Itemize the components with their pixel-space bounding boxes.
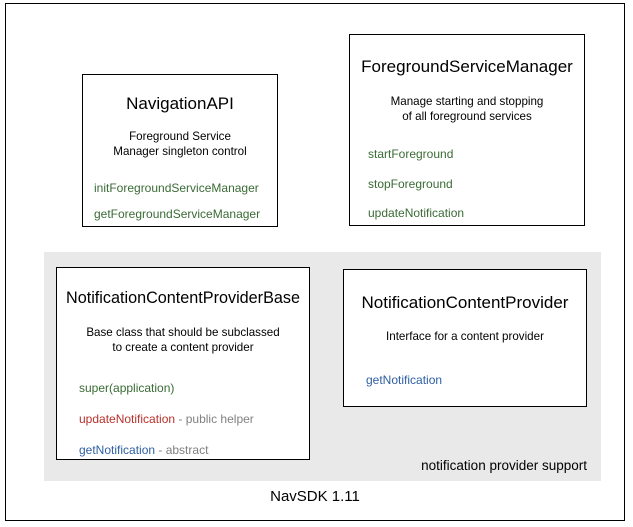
- class-description-line: of all foreground services: [402, 110, 532, 124]
- diagram-outer-frame: notification provider support Navigation…: [5, 3, 625, 521]
- class-box-notification-content-provider-base[interactable]: NotificationContentProviderBase Base cla…: [56, 267, 310, 460]
- group-panel-label: notification provider support: [421, 458, 587, 473]
- class-description-notification-content-provider: Interface for a content provider: [344, 329, 586, 345]
- method-name: getNotification: [366, 373, 443, 388]
- method-list-notification-content-provider-base: super(application) updateNotification - …: [57, 380, 309, 458]
- class-title-navigation-api: NavigationAPI: [126, 94, 234, 113]
- class-description-line: Manage starting and stopping: [390, 94, 544, 108]
- class-title-notification-content-provider: NotificationContentProvider: [361, 293, 569, 312]
- method-item[interactable]: startForeground: [368, 146, 584, 162]
- class-description-line: Base class that should be subclassed: [86, 325, 280, 339]
- method-name: super(application): [79, 380, 175, 395]
- method-name: getForegroundServiceManager: [94, 206, 261, 221]
- method-name: startForeground: [368, 146, 454, 161]
- class-description-line: Foreground Service: [129, 129, 231, 143]
- class-description-line: Interface for a content provider: [386, 329, 544, 343]
- class-title-foreground-service-manager: ForegroundServiceManager: [361, 57, 573, 76]
- method-item[interactable]: initForegroundServiceManager: [94, 180, 277, 196]
- method-item[interactable]: getNotification - abstract: [79, 442, 309, 458]
- method-note: - public helper: [175, 411, 254, 426]
- method-name: updateNotification: [79, 411, 176, 426]
- method-list-notification-content-provider: getNotification: [344, 373, 586, 388]
- method-item[interactable]: getNotification: [366, 373, 586, 388]
- class-title-notification-content-provider-base: NotificationContentProviderBase: [66, 289, 300, 307]
- class-box-foreground-service-manager[interactable]: ForegroundServiceManager Manage starting…: [349, 34, 585, 226]
- footer-caption: NavSDK 1.11: [270, 488, 360, 505]
- method-item[interactable]: stopForeground: [368, 176, 584, 192]
- class-description-navigation-api: Foreground Service Manager singleton con…: [83, 129, 277, 160]
- class-description-notification-content-provider-base: Base class that should be subclassed to …: [57, 325, 309, 356]
- method-name: initForegroundServiceManager: [94, 180, 259, 195]
- class-box-notification-content-provider[interactable]: NotificationContentProvider Interface fo…: [343, 269, 587, 407]
- method-name: getNotification: [79, 442, 156, 457]
- method-list-foreground-service-manager: startForeground stopForeground updateNot…: [350, 146, 584, 221]
- method-item[interactable]: getForegroundServiceManager: [94, 206, 277, 222]
- method-item[interactable]: updateNotification: [368, 207, 584, 221]
- class-description-line: to create a content provider: [112, 341, 254, 355]
- class-description-foreground-service-manager: Manage starting and stopping of all fore…: [350, 94, 584, 125]
- method-item[interactable]: super(application): [79, 380, 309, 396]
- method-name: stopForeground: [368, 176, 453, 191]
- method-name: updateNotification: [368, 206, 465, 221]
- method-item[interactable]: updateNotification - public helper: [79, 411, 309, 427]
- class-description-line: Manager singleton control: [113, 145, 247, 159]
- method-note: - abstract: [155, 442, 209, 457]
- class-box-navigation-api[interactable]: NavigationAPI Foreground Service Manager…: [82, 74, 278, 227]
- method-list-navigation-api: initForegroundServiceManager getForegrou…: [83, 180, 277, 222]
